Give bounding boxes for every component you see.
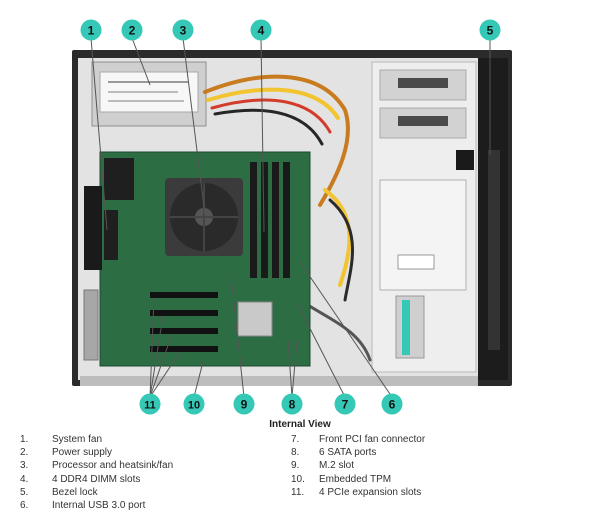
dimm-slots	[250, 162, 290, 278]
callout-1: 1	[80, 19, 102, 41]
callout-label-9: 9	[241, 398, 248, 412]
legend-item: 9. M.2 slot	[291, 459, 425, 472]
legend-item: 2. Power supply	[20, 446, 173, 459]
callout-label-6: 6	[389, 398, 396, 412]
legend-item: 3. Processor and heatsink/fan	[20, 459, 173, 472]
pcie-slots	[150, 292, 218, 352]
callout-label-3: 3	[180, 24, 187, 38]
callout-8: 8	[281, 393, 303, 415]
legend-item: 11. 4 PCIe expansion slots	[291, 486, 425, 499]
figure-caption: Internal View	[269, 419, 331, 430]
legend-item: 10. Embedded TPM	[291, 473, 425, 486]
callout-label-5: 5	[487, 24, 494, 38]
legend-label: 4 PCIe expansion slots	[319, 486, 422, 498]
leader-lines	[90, 37, 491, 398]
drive-cage	[371, 61, 477, 373]
server-internal-view-illustration: 1 2 3 4 5 6 7 8 9 10 11	[72, 19, 512, 415]
callout-9: 9	[233, 393, 255, 415]
legend-label: Embedded TPM	[319, 473, 392, 485]
legend-number: 2.	[20, 447, 29, 459]
callout-4: 4	[250, 19, 272, 41]
legend-item: 4. 4 DDR4 DIMM slots	[20, 473, 173, 486]
power-supply	[91, 61, 207, 127]
legend-number: 7.	[291, 434, 300, 445]
callout-label-2: 2	[129, 24, 136, 38]
legend-number: 11.	[291, 486, 305, 498]
callout-label-1: 1	[88, 24, 95, 38]
legend-label: Processor and heatsink/fan	[52, 460, 174, 472]
legend-label: 4 DDR4 DIMM slots	[52, 473, 141, 485]
legend-item: 8. 6 SATA ports	[291, 446, 425, 459]
callout-label-8: 8	[289, 398, 296, 412]
callout-label-11: 11	[144, 400, 156, 412]
chipset	[237, 301, 273, 337]
legend-label: System fan	[52, 434, 103, 445]
callout-label-4: 4	[258, 24, 265, 38]
processor-heatsink	[165, 178, 243, 256]
legend-label: M.2 slot	[319, 460, 355, 472]
legend-number: 6.	[20, 499, 29, 511]
callout-10: 10	[183, 393, 205, 415]
legend-label: Power supply	[52, 447, 113, 459]
legend-label: 6 SATA ports	[319, 447, 377, 459]
legend-item: 6. Internal USB 3.0 port	[20, 499, 173, 512]
legend-item: 1. System fan	[20, 433, 173, 446]
legend-number: 9.	[291, 460, 300, 472]
callout-11: 11	[139, 393, 161, 415]
legend-column-left: 1. System fan 2. Power supply 3. Processor …	[20, 433, 173, 512]
callout-label-7: 7	[342, 398, 349, 412]
legend-label: Front PCI fan connector	[319, 434, 426, 445]
callout-6: 6	[381, 393, 403, 415]
legend-column-right: 7. Front PCI fan connector 8. 6 SATA ports…	[291, 433, 425, 499]
callout-5: 5	[479, 19, 501, 41]
legend-label: Bezel lock	[52, 486, 98, 498]
legend-number: 4.	[20, 473, 29, 485]
legend-item: 5. Bezel lock	[20, 486, 173, 499]
callout-label-10: 10	[188, 400, 200, 412]
legend-number: 1.	[20, 434, 29, 445]
callout-7: 7	[334, 393, 356, 415]
callout-3: 3	[172, 19, 194, 41]
legend-number: 3.	[20, 460, 29, 472]
rear-ports	[83, 289, 99, 361]
legend-label: Internal USB 3.0 port	[52, 499, 146, 511]
legend-item: 7. Front PCI fan connector	[291, 433, 425, 446]
legend-number: 10.	[291, 473, 305, 485]
legend-number: 5.	[20, 486, 29, 498]
callout-2: 2	[121, 19, 143, 41]
legend-number: 8.	[291, 447, 300, 459]
system-fan	[84, 186, 102, 270]
